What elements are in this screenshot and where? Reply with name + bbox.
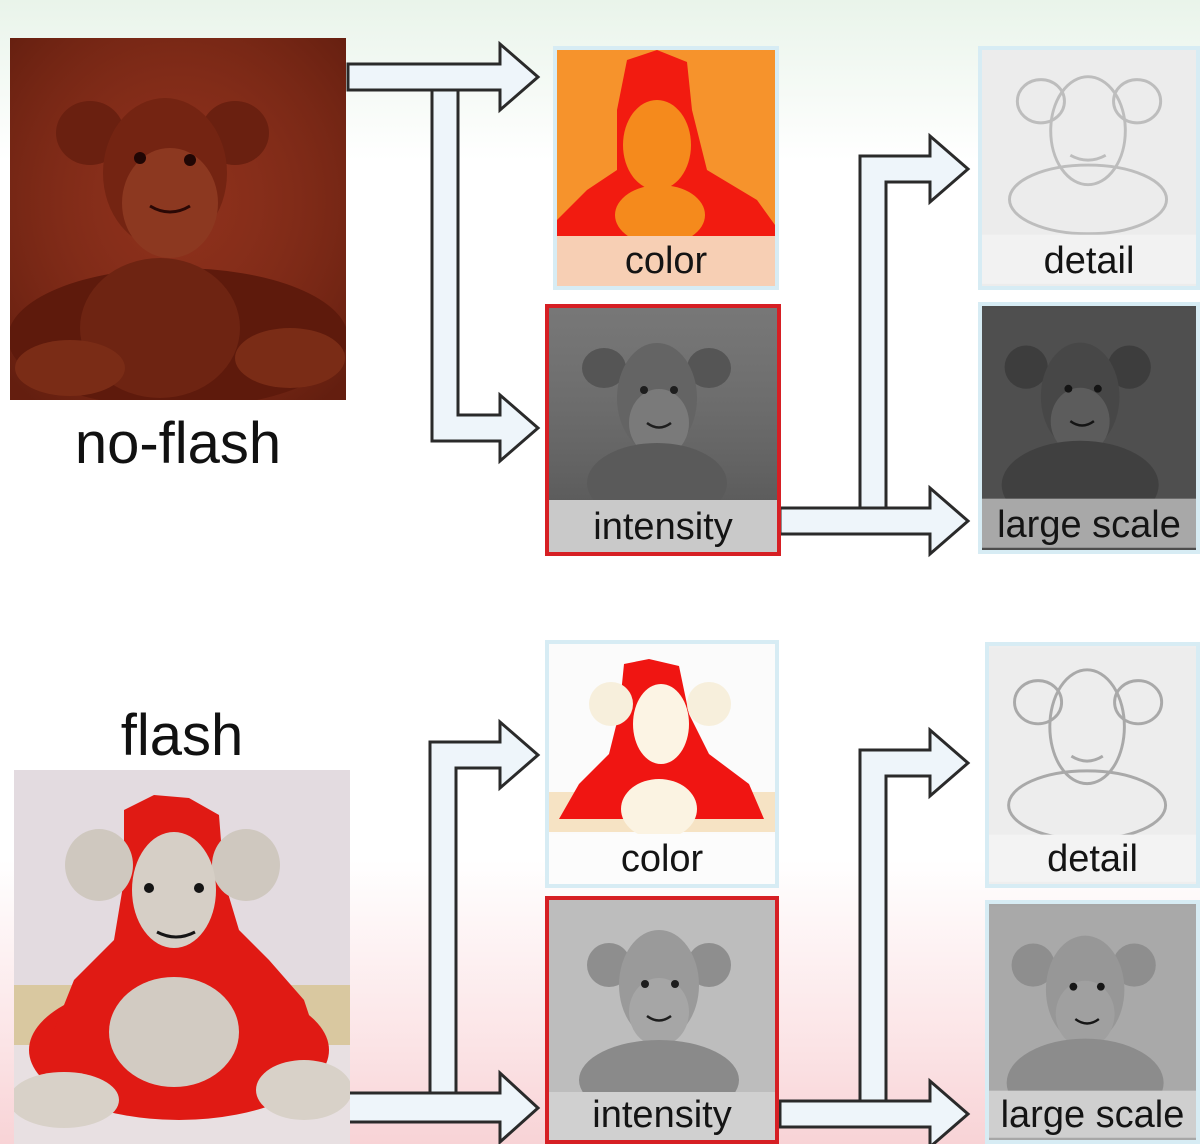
top-color-panel: color (553, 46, 779, 290)
arrow-bottom-intensity-to-detail (778, 726, 971, 1129)
top-large-scale-panel: large scale (978, 302, 1200, 554)
bottom-large-scale-caption: large scale (1000, 1093, 1185, 1136)
arrow-top-intensity-to-large-scale (778, 484, 971, 558)
top-intensity-panel: intensity (545, 304, 781, 556)
top-color-caption: color (624, 239, 708, 282)
flash-photo (14, 770, 350, 1144)
top-intensity-image (549, 308, 777, 552)
bottom-detail-caption: detail (1047, 837, 1138, 880)
bottom-detail-image (989, 648, 1196, 882)
flash-title: flash (120, 703, 244, 768)
no-flash-photo (10, 38, 346, 400)
bottom-intensity-panel: intensity (545, 896, 779, 1144)
arrow-bottom-intensity-to-large-scale (778, 1077, 971, 1144)
monkey-flash-image (14, 770, 350, 1144)
top-detail-image (982, 52, 1196, 284)
arrow-top-intensity-to-detail (778, 132, 971, 536)
monkey-dark-image (10, 38, 346, 400)
no-flash-title: no-flash (74, 411, 282, 476)
arrow-flash-to-color (428, 718, 541, 1095)
arrow-noflash-to-intensity (430, 88, 541, 465)
bottom-large-scale-image (989, 906, 1196, 1138)
bottom-color-image (549, 644, 775, 884)
top-color-image (557, 50, 775, 286)
bottom-color-panel: color (545, 640, 779, 888)
arrow-flash-to-intensity (346, 1069, 541, 1144)
bottom-large-scale-panel: large scale (985, 900, 1200, 1144)
bottom-intensity-image (549, 900, 775, 1140)
bottom-detail-panel: detail (985, 642, 1200, 888)
top-detail-caption: detail (1043, 239, 1135, 282)
top-detail-panel: detail (978, 46, 1200, 290)
arrow-noflash-to-color (346, 40, 541, 114)
top-intensity-caption: intensity (593, 505, 733, 548)
bottom-color-caption: color (620, 837, 704, 880)
bottom-intensity-caption: intensity (592, 1093, 732, 1136)
top-large-scale-image (982, 308, 1196, 548)
top-large-scale-caption: large scale (997, 503, 1181, 546)
